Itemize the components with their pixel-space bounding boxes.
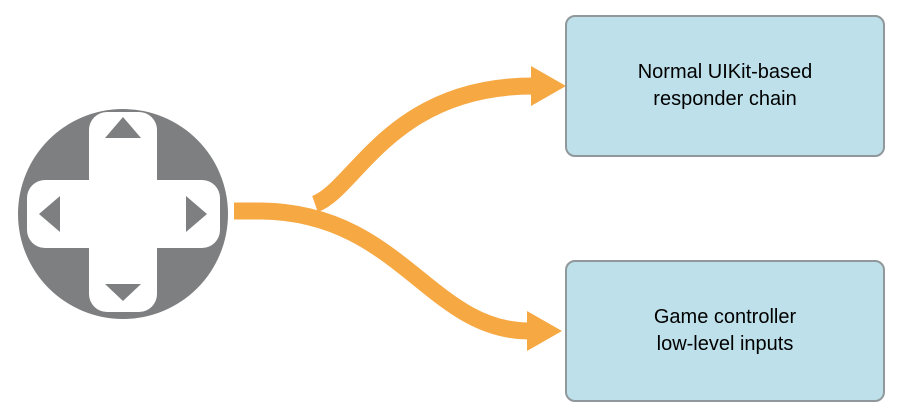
node-label-line2: responder chain: [653, 88, 797, 110]
arrow-to-bottom-head: [527, 311, 562, 351]
dpad-left-arrow-icon: [39, 196, 60, 232]
arrow-to-top-head: [531, 66, 566, 106]
dpad-up-arrow-icon: [105, 117, 141, 138]
node-label-line1: Normal UIKit-based: [637, 61, 813, 83]
dpad-icon: [18, 109, 228, 319]
dpad-right-arrow-icon: [186, 196, 207, 232]
arrow-to-bottom-shaft: [234, 202, 530, 340]
node-responder-chain: Normal UIKit-based responder chain: [565, 15, 885, 157]
node-label-line2: low-level inputs: [656, 333, 794, 355]
dpad-cross-horizontal: [27, 180, 220, 248]
split-arrow: [234, 66, 566, 351]
arrow-to-top-shaft: [311, 77, 534, 213]
node-low-level-inputs: Game controller low-level inputs: [565, 260, 885, 402]
node-label-line1: Game controller: [653, 306, 797, 328]
dpad-down-arrow-icon: [105, 284, 141, 301]
